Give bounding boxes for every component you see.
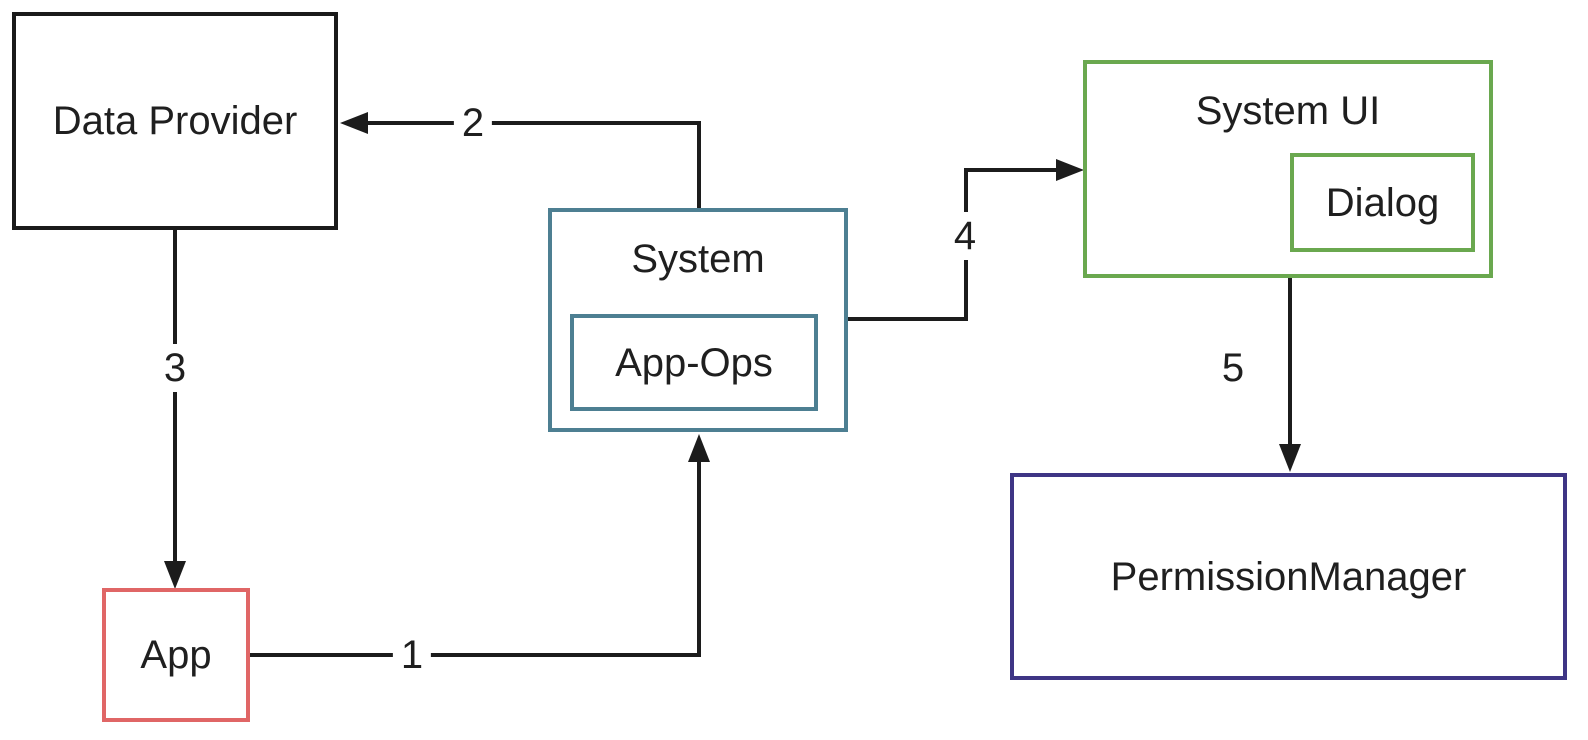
edge-step1-label: 1 <box>392 631 432 679</box>
node-system-ui-label: System UI <box>1195 89 1381 133</box>
edge-step4-label: 4 <box>945 212 985 260</box>
node-system: System App-Ops <box>548 208 848 432</box>
node-dialog: Dialog <box>1290 153 1475 252</box>
edge-step3 <box>164 230 186 589</box>
node-dialog-label: Dialog <box>1325 180 1440 225</box>
edge-step3-arrowhead-icon <box>164 561 186 589</box>
edge-step1-arrowhead-icon <box>688 434 710 462</box>
node-permission-manager: PermissionManager <box>1010 473 1567 680</box>
edge-step5-label: 5 <box>1213 344 1253 392</box>
edge-step2-arrowhead-icon <box>340 112 368 134</box>
edge-step5-arrowhead-icon <box>1279 444 1301 472</box>
edge-step4-arrowhead-icon <box>1056 159 1084 181</box>
edge-step2 <box>340 112 701 208</box>
node-app-label: App <box>140 633 212 677</box>
node-data-provider: Data Provider <box>12 12 338 230</box>
edge-step2-line <box>366 121 701 208</box>
node-data-provider-label: Data Provider <box>52 99 298 143</box>
node-permission-manager-label: PermissionManager <box>1110 554 1467 599</box>
edge-step5 <box>1279 278 1301 472</box>
edge-step1 <box>250 434 710 657</box>
node-app-ops: App-Ops <box>570 314 818 411</box>
node-app-ops-label: App-Ops <box>615 340 773 385</box>
node-system-ui: System UI Dialog <box>1083 60 1493 278</box>
node-app: App <box>102 588 250 722</box>
edge-step1-line <box>250 461 701 657</box>
edge-step2-label: 2 <box>453 99 493 147</box>
edge-step3-label: 3 <box>155 344 195 392</box>
node-system-label: System <box>631 237 765 281</box>
